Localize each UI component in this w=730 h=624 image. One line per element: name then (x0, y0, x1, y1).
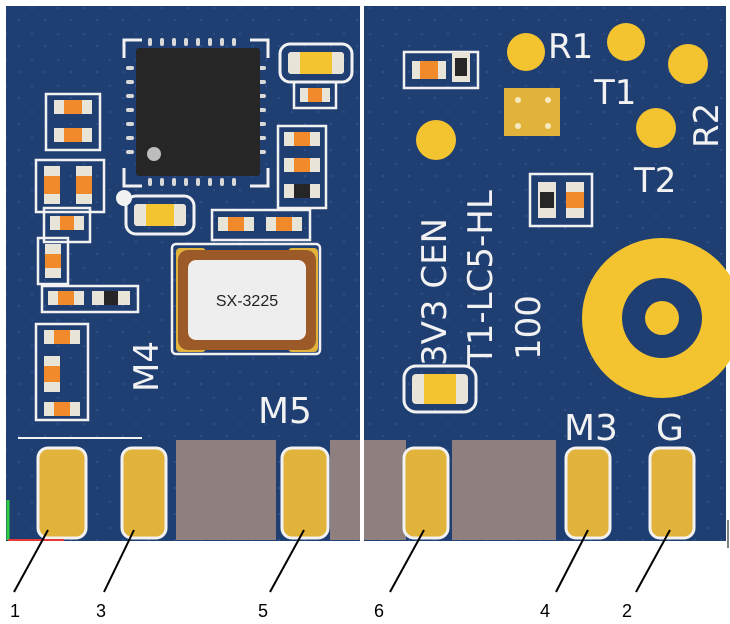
smd-components-left (34, 42, 354, 422)
test-pad-cen (416, 120, 456, 160)
cutout (364, 440, 406, 540)
pad-pin-2 (648, 446, 696, 540)
callout-label-1: 1 (10, 601, 20, 621)
pad-pin-3 (120, 446, 168, 540)
callout-label-2: 2 (622, 601, 632, 621)
test-pad-t1 (607, 23, 645, 61)
test-pads (416, 23, 708, 160)
cutout (452, 440, 556, 540)
pad-pin-5 (280, 446, 330, 540)
module-label-m4: M4 (127, 341, 167, 392)
callout-label-5: 5 (258, 601, 268, 621)
pad-pin-6 (402, 446, 450, 540)
callout-line-6 (389, 529, 425, 593)
callout-line-2 (635, 529, 671, 593)
callout-line-1 (13, 529, 49, 593)
right-board: R1 T1 R2 T2 3V3 CEN T1-LC5-HL 100 M3 G (364, 6, 730, 548)
module-label-m5: M5 (258, 391, 312, 432)
module-label-m3: M3 (564, 408, 618, 449)
crystal-oscillator: SX-3225 (170, 242, 322, 356)
silkscreen-part-number: T1-LC5-HL (461, 190, 501, 367)
edge-pads-left (36, 446, 330, 540)
pad-label-r1: R1 (548, 27, 593, 67)
test-pad-t2 (636, 108, 676, 148)
smd-components-right (402, 50, 594, 414)
pad-label-r2: R2 (687, 103, 727, 148)
callout-label-6: 6 (374, 601, 384, 621)
pad-label-t2: T2 (633, 161, 676, 201)
board-divider (360, 6, 364, 541)
test-pad-r1 (507, 33, 545, 71)
pad-pin-4 (564, 446, 612, 540)
edge-pads-right (402, 446, 696, 540)
module-label-g: G (656, 408, 684, 449)
callout-label-4: 4 (540, 601, 550, 621)
crystal-label: SX-3225 (216, 293, 278, 310)
callout-line-3 (103, 529, 135, 593)
pad-label-t1: T1 (593, 73, 636, 113)
pin-callouts (13, 529, 671, 593)
callout-line-4 (555, 529, 589, 593)
cutout (330, 440, 360, 540)
pad-pin-1 (36, 446, 88, 540)
left-board: SX-3225 M4 M5 (6, 6, 360, 541)
antenna-ring-pad (582, 238, 730, 398)
test-pad-r2 (668, 44, 708, 84)
callout-line-5 (269, 529, 305, 593)
callout-label-3: 3 (96, 601, 106, 621)
silkscreen-3v3-cen: 3V3 CEN (415, 218, 455, 366)
silkscreen-100: 100 (509, 295, 549, 360)
cutout (176, 440, 276, 540)
qfn-chip (122, 38, 270, 188)
axis-indicator-icon (6, 500, 64, 541)
